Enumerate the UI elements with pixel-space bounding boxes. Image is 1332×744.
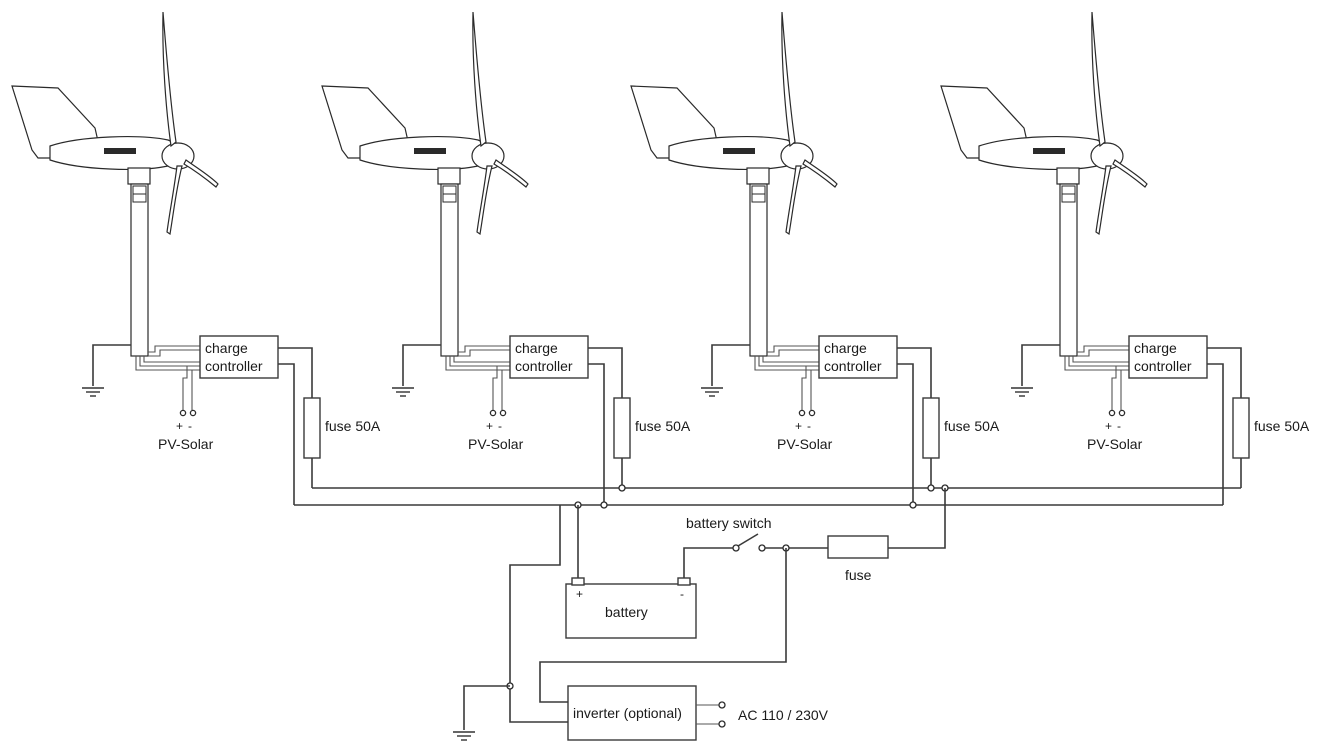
- fuse-50a: [303, 397, 321, 459]
- ac-terminal: [718, 720, 726, 728]
- pv-solar-label: PV-Solar: [777, 436, 833, 452]
- ac-terminal: [718, 701, 726, 709]
- fuse-50a: [922, 397, 940, 459]
- battery-plus-sign: +: [576, 587, 583, 601]
- pv-plus-sign: +: [1105, 419, 1112, 433]
- charge-controller-label-line1: charge: [515, 340, 558, 356]
- charge-controller: [199, 335, 279, 379]
- pv-solar-label: PV-Solar: [1087, 436, 1143, 452]
- pv-minus-sign: -: [188, 419, 192, 433]
- ground-symbol: [392, 344, 441, 397]
- bus-junction: [618, 484, 626, 492]
- charge-controller: [818, 335, 898, 379]
- pv-terminal-minus: [189, 409, 197, 417]
- wind-turbine-icon: [321, 11, 529, 357]
- charge-controller-label-line1: charge: [1134, 340, 1177, 356]
- pv-terminal-plus: [798, 409, 806, 417]
- pv-terminal-plus: [1108, 409, 1116, 417]
- fuse-50a-label: fuse 50A: [944, 418, 1000, 434]
- ground-symbol: [453, 731, 475, 741]
- fuse-50a: [1232, 397, 1250, 459]
- ac-output-label: AC 110 / 230V: [738, 707, 829, 723]
- ground-symbol: [82, 344, 131, 397]
- fuse-50a-label: fuse 50A: [325, 418, 381, 434]
- bus-junction: [909, 501, 917, 509]
- wind-turbine-unit-2: charge controller + - PV-Solar fuse 50A: [321, 11, 691, 505]
- pv-solar-label: PV-Solar: [468, 436, 524, 452]
- wind-turbine-icon: [11, 11, 219, 357]
- wind-turbine-unit-1: charge controller + - PV-Solar fuse 50A: [11, 11, 381, 505]
- bus-junction: [927, 484, 935, 492]
- main-fuse: [827, 535, 889, 559]
- pv-terminal-minus: [499, 409, 507, 417]
- battery-switch-lever: [737, 533, 759, 547]
- wind-turbine-icon: [630, 11, 838, 357]
- wind-turbine-icon: [940, 11, 1148, 357]
- wind-turbine-unit-4: charge controller + - PV-Solar fuse 50A: [940, 11, 1310, 505]
- pv-minus-sign: -: [1117, 419, 1121, 433]
- battery-switch-label: battery switch: [686, 515, 772, 531]
- pv-plus-sign: +: [795, 419, 802, 433]
- charge-controller: [1128, 335, 1208, 379]
- pv-minus-sign: -: [498, 419, 502, 433]
- charge-controller-label-line1: charge: [824, 340, 867, 356]
- pv-plus-sign: +: [486, 419, 493, 433]
- pv-minus-sign: -: [807, 419, 811, 433]
- pv-solar-label: PV-Solar: [158, 436, 214, 452]
- pv-plus-sign: +: [176, 419, 183, 433]
- ground-symbol: [1011, 344, 1060, 397]
- pv-terminal-minus: [1118, 409, 1126, 417]
- charge-controller-label-line2: controller: [205, 358, 263, 374]
- wind-turbine-unit-3: charge controller + - PV-Solar fuse 50A: [630, 11, 1000, 505]
- charge-controller-label-line1: charge: [205, 340, 248, 356]
- battery-terminal-positive: [571, 577, 585, 586]
- battery-label: battery: [605, 604, 648, 620]
- charge-controller-label-line2: controller: [515, 358, 573, 374]
- charge-controller-label-line2: controller: [1134, 358, 1192, 374]
- pv-terminal-plus: [489, 409, 497, 417]
- battery-terminal-negative: [677, 577, 691, 586]
- charge-controller-label-line2: controller: [824, 358, 882, 374]
- switch-terminal: [732, 544, 740, 552]
- pv-terminal-minus: [808, 409, 816, 417]
- battery: [565, 583, 697, 639]
- pv-terminal-plus: [179, 409, 187, 417]
- fuse-50a-label: fuse 50A: [1254, 418, 1310, 434]
- charge-controller: [509, 335, 589, 379]
- fuse-50a: [613, 397, 631, 459]
- main-fuse-label: fuse: [845, 567, 872, 583]
- fuse-50a-label: fuse 50A: [635, 418, 691, 434]
- battery-minus-sign: -: [680, 587, 684, 601]
- switch-terminal: [758, 544, 766, 552]
- inverter: [567, 685, 697, 741]
- bus-junction: [600, 501, 608, 509]
- ground-symbol: [701, 344, 750, 397]
- inverter-label: inverter (optional): [573, 705, 682, 721]
